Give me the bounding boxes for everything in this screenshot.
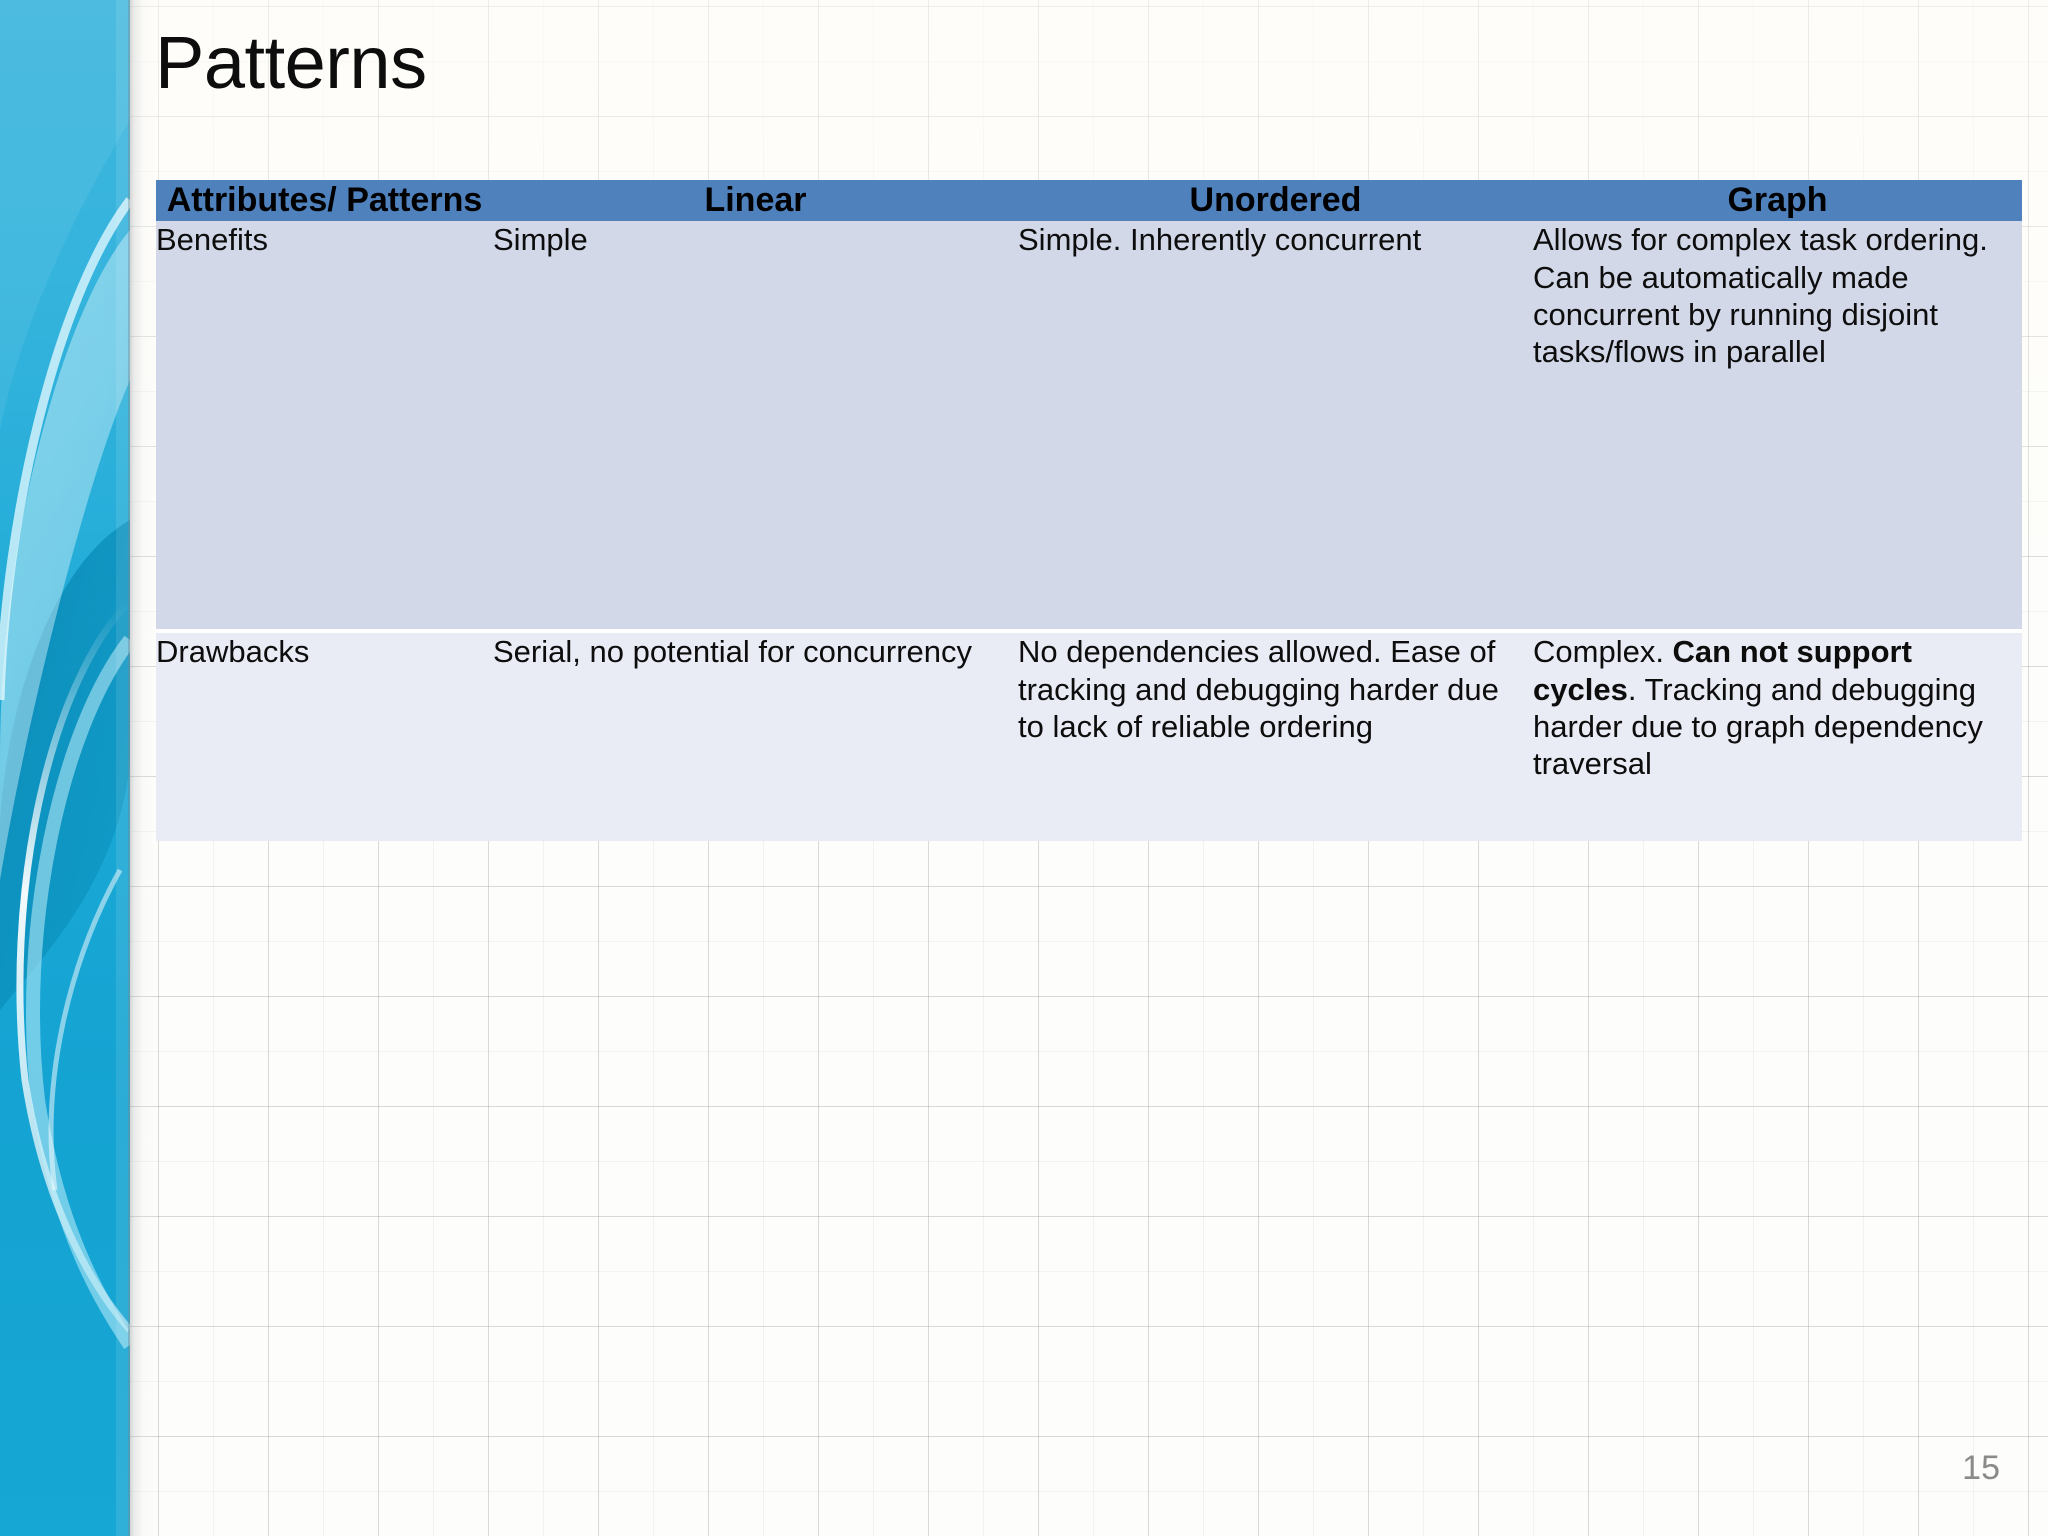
column-header-attributes-patterns: Attributes/ Patterns (156, 180, 493, 222)
drawbacks-graph-prefix: Complex. (1533, 634, 1673, 670)
cell-benefits-graph: Allows for complex task ordering. Can be… (1533, 221, 2022, 634)
column-header-graph: Graph (1533, 180, 2022, 222)
page-title: Patterns (155, 21, 427, 104)
sidebar-swoosh-graphic (0, 0, 130, 1536)
header-label-unordered: Unordered (1189, 181, 1362, 219)
cell-drawbacks-linear: Serial, no potential for concurrency (493, 633, 1018, 842)
column-header-unordered: Unordered (1018, 180, 1533, 222)
cell-benefits-linear: Simple (493, 221, 1018, 634)
table-row-benefits: Benefits Simple Simple. Inherently concu… (156, 221, 2022, 634)
cell-drawbacks-unordered: No dependencies allowed. Ease of trackin… (1018, 633, 1533, 842)
page-number: 15 (1962, 1449, 2000, 1487)
decorative-sidebar-band (0, 0, 130, 1536)
cell-benefits-unordered: Simple. Inherently concurrent (1018, 221, 1533, 634)
drawbacks-graph-suffix: . Tracking and debugging harder due to g… (1533, 671, 1983, 782)
column-header-linear: Linear (493, 180, 1018, 222)
table-row-drawbacks: Drawbacks Serial, no potential for concu… (156, 633, 2022, 842)
drawbacks-graph-emphasis: Can not support cycles (1533, 634, 1912, 707)
header-label-linear: Linear (704, 181, 807, 219)
header-label-line1: Attributes/ Patterns (166, 181, 483, 219)
cell-drawbacks-label: Drawbacks (156, 633, 493, 842)
patterns-comparison-table: Attributes/ Patterns Linear Unordered Gr… (156, 180, 2022, 842)
header-label-graph: Graph (1727, 181, 1828, 219)
cell-drawbacks-graph: Complex. Can not support cycles. Trackin… (1533, 633, 2022, 842)
cell-benefits-label: Benefits (156, 221, 493, 634)
table-header-row: Attributes/ Patterns Linear Unordered Gr… (156, 180, 2022, 222)
